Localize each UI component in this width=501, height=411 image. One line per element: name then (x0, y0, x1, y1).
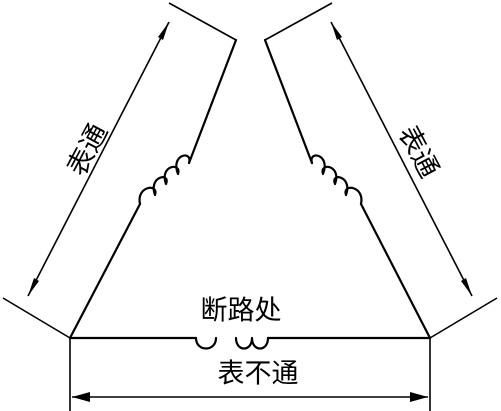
bottom-winding (68, 336, 432, 350)
right-side-label: 表通 (392, 121, 445, 183)
left-side-label: 表通 (62, 119, 115, 181)
right-winding (263, 38, 432, 340)
break-point-label: 断路处 (201, 296, 282, 327)
bottom-coil-left (194, 336, 218, 350)
left-dimension-line (27, 21, 170, 297)
left-coil (138, 154, 191, 206)
bottom-side-label: 表不通 (218, 359, 299, 390)
right-coil (310, 154, 363, 206)
left-winding (68, 38, 238, 340)
bottom-dimension-line (72, 392, 428, 402)
bottom-coil-right (234, 336, 270, 350)
right-dimension-line (330, 21, 473, 297)
